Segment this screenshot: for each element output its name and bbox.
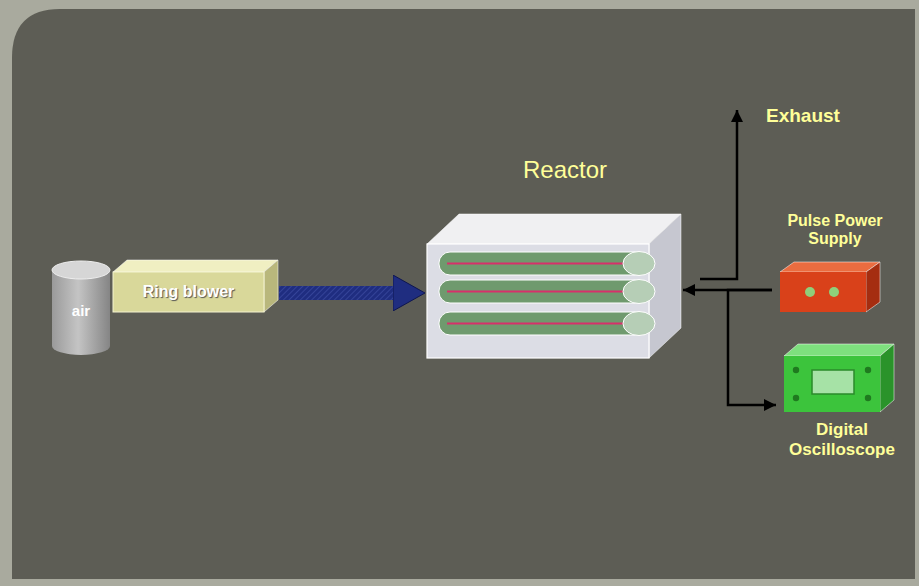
reactor-outline [427, 152, 683, 362]
node-label: Reactor [485, 156, 645, 184]
pulse-power-supply: Pulse Power Supply [772, 212, 904, 314]
node-label: Pulse Power Supply [780, 212, 890, 249]
node-label: Digital Oscilloscope [784, 420, 900, 459]
box-side [866, 262, 880, 312]
reactor-top [427, 214, 681, 244]
tube-end [623, 280, 655, 304]
knob [793, 395, 799, 401]
box-top [113, 260, 278, 272]
node-label: air [50, 302, 112, 319]
panel [12, 9, 915, 579]
knob [865, 395, 871, 401]
air-tank: air [50, 258, 112, 358]
annotation-label: Exhaust [766, 105, 840, 127]
cylinder-top [52, 261, 110, 279]
terminal [805, 287, 815, 297]
box-side [880, 344, 894, 412]
signal-arrow [728, 290, 776, 405]
reactor-tube [439, 280, 649, 303]
reactor-tube [439, 252, 649, 275]
box-front [780, 272, 866, 312]
box-top [784, 344, 894, 356]
node-label: Ring blower [113, 283, 264, 301]
box-top [780, 262, 880, 272]
terminal [829, 287, 839, 297]
electrode-wire [447, 290, 633, 292]
box-front [784, 356, 880, 412]
electrode-wire [447, 322, 633, 324]
digital-oscilloscope: Digital Oscilloscope [776, 340, 906, 480]
reactor: Reactor [427, 152, 683, 362]
exhaust-arrow [700, 110, 737, 279]
ring-blower: Ring blower [113, 258, 279, 314]
digital-oscilloscope-outline [776, 340, 906, 480]
reactor-front [427, 244, 649, 358]
box-front [113, 272, 264, 312]
tube-end [623, 312, 655, 336]
tube-end [623, 252, 655, 276]
box-side [264, 260, 278, 312]
knob [865, 367, 871, 373]
electrode-wire [447, 262, 633, 264]
reactor-tube [439, 312, 649, 335]
screen [812, 370, 854, 394]
knob [793, 367, 799, 373]
flow-arrow [279, 286, 393, 300]
